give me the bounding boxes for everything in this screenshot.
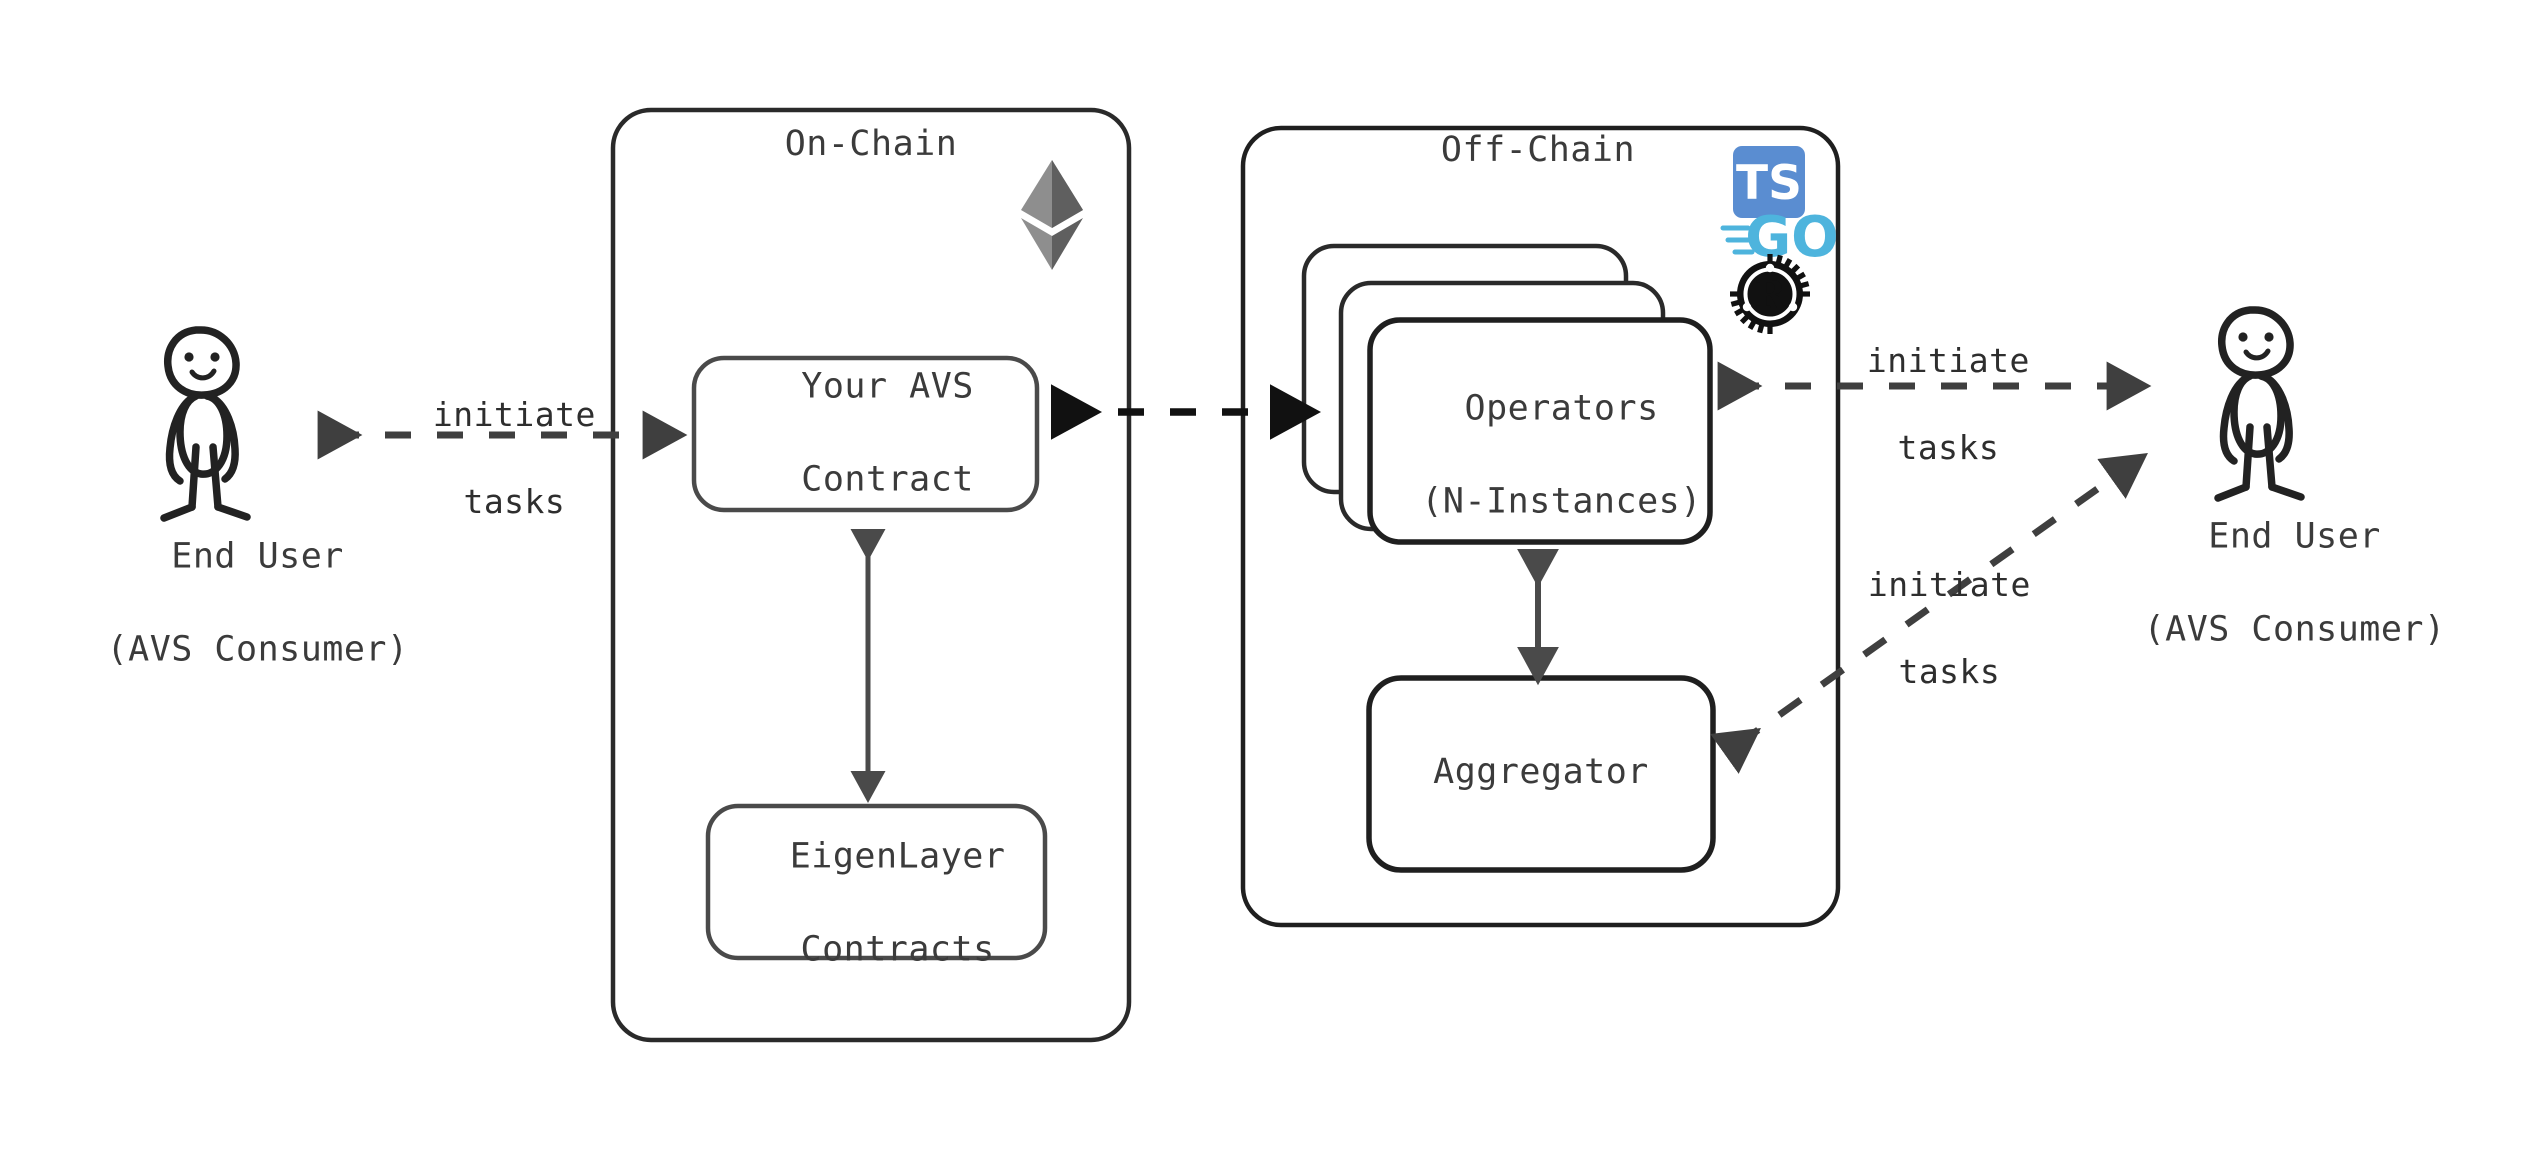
svg-text:R: R bbox=[1754, 272, 1786, 317]
edge-label-line2: tasks bbox=[1898, 651, 2001, 691]
actor-label-end-user-left: End User (AVS Consumer) bbox=[63, 488, 409, 673]
node-eigenlayer-contracts[interactable] bbox=[705, 803, 1048, 961]
stick-figure-icon-left bbox=[160, 326, 251, 522]
edge-label-line1: initiate bbox=[1867, 564, 2031, 604]
actor-label-line2: (AVS Consumer) bbox=[2143, 609, 2446, 650]
group-container-on-chain bbox=[610, 107, 1132, 1043]
node-label-line2: Contract bbox=[801, 459, 974, 500]
edge-label-line2: tasks bbox=[463, 481, 566, 521]
typescript-icon: TS bbox=[1733, 146, 1805, 218]
node-label-your-avs-contract: Your AVS Contract bbox=[758, 318, 974, 503]
node-label-line1: Your AVS bbox=[801, 366, 974, 407]
go-icon: GO bbox=[1720, 205, 1839, 270]
group-title-off-chain: Off-Chain bbox=[1440, 129, 1636, 170]
actor-label-line1: End User bbox=[2208, 516, 2381, 557]
node-label-line2: Contracts bbox=[800, 929, 995, 970]
actor-label-line1: End User bbox=[171, 536, 344, 577]
edge-label-user-right-to-aggregator: initiate tasks bbox=[1827, 519, 2031, 693]
edge-label-line1: initiate bbox=[432, 394, 596, 434]
stick-figure-icon-right bbox=[2214, 306, 2305, 502]
node-label-line2: (N-Instances) bbox=[1421, 481, 1702, 522]
edge-label-user-right-to-operators: initiate tasks bbox=[1826, 295, 2030, 469]
node-label-line1: EigenLayer bbox=[789, 836, 1006, 877]
actor-label-end-user-right: End User (AVS Consumer) bbox=[2100, 468, 2446, 653]
group-title-on-chain: On-Chain bbox=[784, 123, 958, 164]
edge-label-line1: initiate bbox=[1866, 340, 2030, 380]
node-label-line1: Operators bbox=[1464, 388, 1659, 429]
node-label-aggregator: Aggregator bbox=[1433, 751, 1649, 792]
rust-icon: R bbox=[1730, 254, 1810, 334]
node-your-avs-contract[interactable] bbox=[691, 355, 1040, 513]
ethereum-icon bbox=[1021, 160, 1083, 270]
svg-text:TS: TS bbox=[1736, 156, 1802, 211]
edge-label-line2: tasks bbox=[1897, 427, 2000, 467]
node-label-eigenlayer-contracts: EigenLayer Contracts bbox=[747, 788, 1006, 973]
svg-text:GO: GO bbox=[1745, 205, 1839, 270]
node-operators[interactable] bbox=[1301, 243, 1713, 545]
node-label-operators: Operators (N-Instances) bbox=[1378, 340, 1702, 525]
actor-label-line2: (AVS Consumer) bbox=[106, 629, 409, 670]
edge-label-user-left-to-avs: initiate tasks bbox=[392, 349, 596, 523]
